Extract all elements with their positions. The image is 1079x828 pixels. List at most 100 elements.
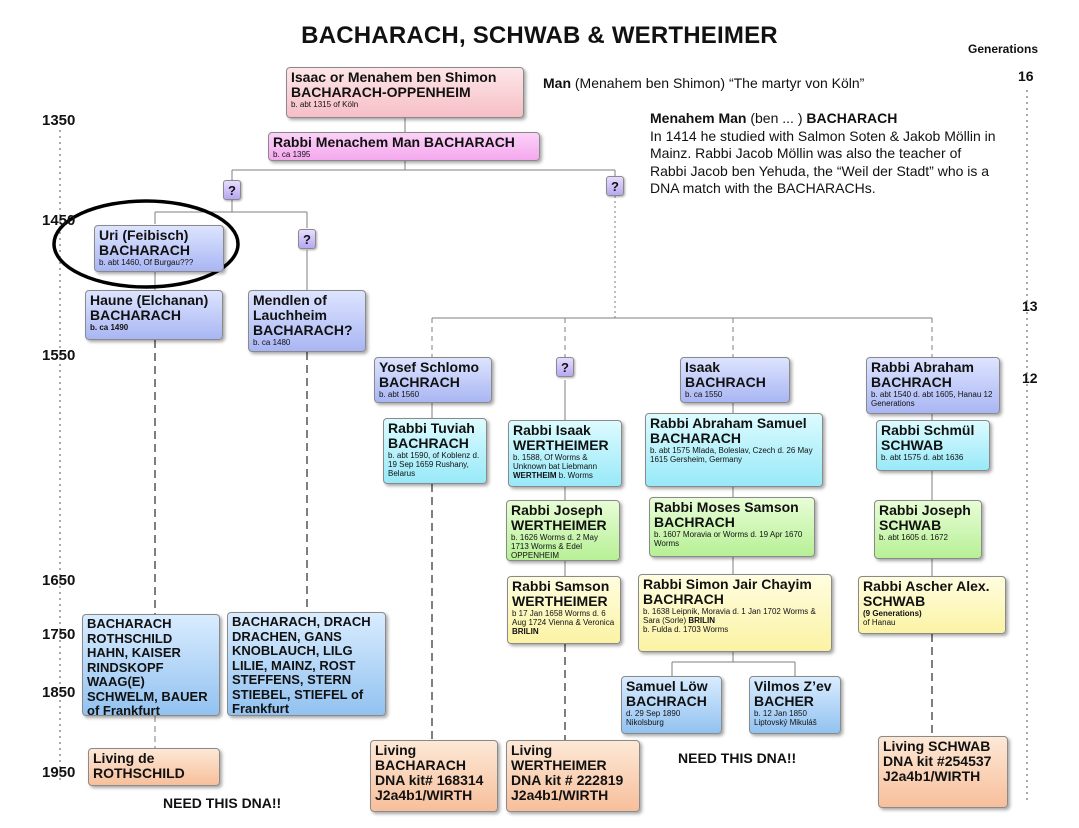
person-detail: b. 1588, Of Worms & Unknown bat Liebmann… bbox=[513, 453, 598, 481]
family-list-rothschild[interactable]: BACHARACH ROTHSCHILD HAHN, KAISER RINDSK… bbox=[82, 614, 220, 716]
person-detail: b. abt 1590, of Koblenz d. 19 Sep 1659 R… bbox=[388, 451, 480, 479]
person-name: Rabbi Moses Samson BACHRACH bbox=[654, 499, 799, 531]
person-name: Yosef Schlomo BACHRACH bbox=[379, 359, 480, 391]
person-detail: b 17 Jan 1658 Worms d. 6 Aug 1724 Vienna… bbox=[512, 609, 615, 637]
person-detail: b. 1638 Leipnik, Moravia d. 1 Jan 1702 W… bbox=[643, 607, 816, 635]
year-1850: 1850 bbox=[42, 684, 76, 701]
person-detail: b. abt 1560 bbox=[379, 390, 420, 400]
year-1450: 1450 bbox=[42, 212, 76, 229]
note-menahem-bold2: BACHARACH bbox=[806, 110, 898, 126]
family-list-text: BACHARACH, DRACH DRACHEN, GANS KNOBLAUCH… bbox=[232, 614, 371, 716]
year-1350: 1350 bbox=[42, 112, 76, 129]
person-detail: b. ca 1550 bbox=[685, 390, 723, 400]
year-1950: 1950 bbox=[42, 764, 76, 781]
person-detail: d. 29 Sep 1890 Nikolsburg bbox=[626, 709, 681, 728]
person-name: Rabbi Samson WERTHEIMER bbox=[512, 578, 610, 610]
family-list-drach[interactable]: BACHARACH, DRACH DRACHEN, GANS KNOBLAUCH… bbox=[227, 612, 386, 716]
person-name: Living WERTHEIMER DNA kit # 222819 J2a4b… bbox=[511, 742, 624, 804]
person-detail: b. abt 1315 of Köln bbox=[291, 100, 359, 110]
need-dna-mid: NEED THIS DNA!! bbox=[678, 750, 797, 766]
person-ascher[interactable]: Rabbi Ascher Alex. SCHWAB (9 Generations… bbox=[858, 576, 1006, 634]
need-dna-left: NEED THIS DNA!! bbox=[163, 795, 282, 811]
unknown-ancestor-marker: ? bbox=[298, 229, 316, 249]
year-1550: 1550 bbox=[42, 347, 76, 364]
person-name: Mendlen of Lauchheim BACHARACH? bbox=[253, 292, 353, 339]
person-yosef[interactable]: Yosef Schlomo BACHRACH b. abt 1560 bbox=[374, 357, 492, 403]
highlight-circle bbox=[52, 199, 240, 289]
person-name: Samuel Löw BACHRACH bbox=[626, 678, 708, 710]
person-samuel-low[interactable]: Samuel Löw BACHRACH d. 29 Sep 1890 Nikol… bbox=[621, 676, 722, 734]
person-name: Uri (Feibisch) BACHARACH bbox=[99, 227, 190, 259]
person-name: Isaac or Menahem ben Shimon BACHARACH-OP… bbox=[291, 69, 497, 101]
person-name: Vilmos Z’ev BACHER bbox=[754, 678, 832, 710]
person-detail: b. ca 1395 bbox=[273, 150, 311, 160]
person-detail: b. ca 1480 bbox=[253, 338, 291, 348]
person-name: Rabbi Abraham Samuel BACHARACH bbox=[650, 415, 807, 447]
unknown-ancestor-marker: ? bbox=[556, 357, 574, 377]
person-name: Rabbi Joseph WERTHEIMER bbox=[511, 502, 607, 534]
person-tuviah[interactable]: Rabbi Tuviah BACHRACH b. abt 1590, of Ko… bbox=[383, 418, 487, 484]
person-menachem[interactable]: Rabbi Menachem Man BACHARACH b. ca 1395 bbox=[268, 132, 540, 161]
person-name: Living de ROTHSCHILD bbox=[93, 750, 185, 782]
note-man-bold: Man bbox=[543, 75, 571, 91]
living-schwab-dna[interactable]: Living SCHWAB DNA kit #254537 J2a4b1/WIR… bbox=[878, 736, 1008, 808]
person-uri[interactable]: Uri (Feibisch) BACHARACH b. abt 1460, Of… bbox=[94, 225, 224, 272]
person-vilmos[interactable]: Vilmos Z’ev BACHER b. 12 Jan 1850 Liptov… bbox=[749, 676, 841, 734]
person-joseph-schwab[interactable]: Rabbi Joseph SCHWAB b. abt 1605 d. 1672 bbox=[874, 500, 982, 559]
person-detail: b. abt 1540 d. abt 1605, Hanau 12 Genera… bbox=[871, 390, 993, 409]
generation-12: 12 bbox=[1022, 370, 1038, 386]
generation-16: 16 bbox=[1018, 68, 1034, 84]
note-man-rest: (Menahem ben Shimon) “The martyr von Köl… bbox=[571, 75, 865, 91]
person-haune[interactable]: Haune (Elchanan) BACHARACH b. ca 1490 bbox=[85, 290, 223, 340]
person-detail: (9 Generations)of Hanau bbox=[863, 609, 922, 628]
person-name: Isaak BACHRACH bbox=[685, 359, 766, 391]
person-name: Rabbi Isaak WERTHEIMER bbox=[513, 422, 609, 454]
page-title: BACHARACH, SCHWAB & WERTHEIMER bbox=[301, 22, 778, 49]
year-1750: 1750 bbox=[42, 626, 76, 643]
year-1650: 1650 bbox=[42, 572, 76, 589]
person-name: Rabbi Ascher Alex. SCHWAB bbox=[863, 578, 990, 610]
person-detail: b. abt 1460, Of Burgau??? bbox=[99, 258, 194, 268]
note-menahem-text: In 1414 he studied with Salmon Soten & J… bbox=[650, 127, 996, 197]
living-bacharach-dna[interactable]: Living BACHARACH DNA kit# 168314 J2a4b1/… bbox=[370, 740, 498, 812]
generations-heading: Generations bbox=[968, 42, 1039, 56]
person-isaak-wertheimer[interactable]: Rabbi Isaak WERTHEIMER b. 1588, Of Worms… bbox=[508, 420, 622, 487]
person-abraham[interactable]: Rabbi Abraham BACHRACH b. abt 1540 d. ab… bbox=[866, 357, 1000, 414]
note-menahem-bold: Menahem Man bbox=[650, 110, 747, 126]
person-name: Rabbi Tuviah BACHRACH bbox=[388, 420, 475, 452]
person-samson-wertheimer[interactable]: Rabbi Samson WERTHEIMER b 17 Jan 1658 Wo… bbox=[507, 576, 621, 644]
person-detail: b. abt 1575 Mlada, Boleslav, Czech d. 26… bbox=[650, 446, 813, 465]
person-mendlen[interactable]: Mendlen of Lauchheim BACHARACH? b. ca 14… bbox=[248, 290, 366, 352]
person-name: Rabbi Abraham BACHRACH bbox=[871, 359, 974, 391]
person-isaak[interactable]: Isaak BACHRACH b. ca 1550 bbox=[680, 357, 790, 403]
person-detail: b. abt 1575 d. abt 1636 bbox=[881, 453, 964, 463]
person-name: Rabbi Schmül SCHWAB bbox=[881, 422, 975, 454]
generation-13: 13 bbox=[1022, 298, 1038, 314]
person-abraham-samuel[interactable]: Rabbi Abraham Samuel BACHARACH b. abt 15… bbox=[645, 413, 823, 487]
person-detail: b. abt 1605 d. 1672 bbox=[879, 533, 948, 543]
person-name: Living BACHARACH DNA kit# 168314 J2a4b1/… bbox=[375, 742, 484, 804]
person-name: Haune (Elchanan) BACHARACH bbox=[90, 292, 209, 324]
unknown-ancestor-marker: ? bbox=[223, 180, 241, 200]
note-menahem: Menahem Man (ben ... ) BACHARACH In 1414… bbox=[650, 110, 1000, 198]
living-wertheimer-dna[interactable]: Living WERTHEIMER DNA kit # 222819 J2a4b… bbox=[506, 740, 640, 812]
person-moses-samson[interactable]: Rabbi Moses Samson BACHRACH b. 1607 Mora… bbox=[649, 497, 815, 557]
person-isaac[interactable]: Isaac or Menahem ben Shimon BACHARACH-OP… bbox=[286, 67, 524, 118]
unknown-ancestor-marker: ? bbox=[606, 176, 624, 196]
living-rothschild[interactable]: Living de ROTHSCHILD bbox=[88, 748, 220, 786]
person-detail: b. 1626 Worms d. 2 May 1713 Worms & Edel… bbox=[511, 533, 598, 561]
note-menahem-mid: (ben ... ) bbox=[746, 110, 807, 126]
family-list-text: BACHARACH ROTHSCHILD HAHN, KAISER RINDSK… bbox=[87, 616, 208, 716]
person-detail: b. 12 Jan 1850 Liptovský Mikuláš bbox=[754, 709, 817, 728]
note-man: Man (Menahem ben Shimon) “The martyr von… bbox=[543, 75, 943, 93]
person-name: Rabbi Joseph SCHWAB bbox=[879, 502, 971, 534]
person-name: Rabbi Menachem Man BACHARACH bbox=[273, 134, 515, 150]
person-detail: b. ca 1490 bbox=[90, 323, 129, 333]
person-detail: b. 1607 Moravia or Worms d. 19 Apr 1670 … bbox=[654, 530, 803, 549]
person-simon-jair[interactable]: Rabbi Simon Jair Chayim BACHRACH b. 1638… bbox=[638, 574, 832, 652]
person-joseph-wertheimer[interactable]: Rabbi Joseph WERTHEIMER b. 1626 Worms d.… bbox=[506, 500, 620, 561]
person-name: Living SCHWAB DNA kit #254537 J2a4b1/WIR… bbox=[883, 738, 992, 785]
person-name: Rabbi Simon Jair Chayim BACHRACH bbox=[643, 576, 812, 608]
person-schmul[interactable]: Rabbi Schmül SCHWAB b. abt 1575 d. abt 1… bbox=[876, 420, 990, 471]
